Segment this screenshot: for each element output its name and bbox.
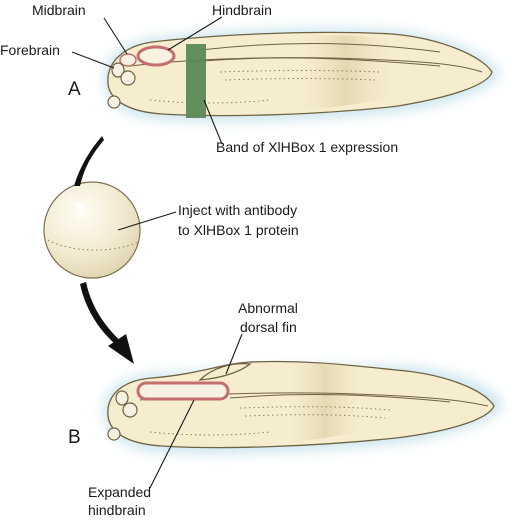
label-hindbrain: Hindbrain: [212, 2, 272, 18]
embryo-a-tail-shading: [300, 35, 392, 110]
arrow-egg-to-b: [80, 282, 124, 348]
egg-sphere: [43, 181, 141, 279]
embryo-a-eye: [120, 70, 136, 86]
egg-highlight: [75, 202, 85, 210]
embryo-a-hindbrain: [136, 45, 176, 67]
embryo-a-notochord: [129, 57, 483, 73]
arrow-egg-to-b-head: [108, 334, 134, 364]
leader-midbrain: [103, 17, 128, 55]
label-expanded-line2: hindbrain: [88, 502, 146, 518]
embryo-a-midbrain: [119, 53, 137, 67]
label-midbrain: Midbrain: [32, 2, 86, 18]
label-abnormal-line2: dorsal fin: [240, 319, 297, 335]
label-inject-line1: Inject with antibody: [178, 202, 297, 218]
embryo-a-somites: [219, 70, 381, 81]
embryo-b-cement-gland: [107, 427, 121, 441]
label-panel-b: B: [68, 427, 81, 448]
leader-band: [203, 99, 223, 145]
leader-expanded: [149, 399, 195, 489]
embryo-a-forebrain: [111, 62, 125, 78]
embryo-a-neural-tube: [189, 57, 441, 67]
label-expanded-line1: Expanded: [88, 484, 151, 500]
leader-hindbrain: [167, 16, 223, 51]
embryo-a: [103, 28, 501, 122]
embryo-b: [103, 360, 505, 454]
embryo-b-neural-tube: [229, 394, 451, 403]
leader-forebrain: [71, 51, 115, 69]
embryo-b-tail-shading: [290, 363, 360, 442]
embryo-b-dorsal-fin: [198, 362, 252, 381]
embryo-b-forebrain: [115, 390, 129, 406]
leader-inject: [117, 211, 177, 231]
expression-band: [186, 44, 206, 118]
egg: [43, 181, 141, 279]
label-band: Band of XlHBox 1 expression: [216, 139, 398, 155]
label-panel-a: A: [68, 79, 81, 100]
label-abnormal-line1: Abnormal: [238, 300, 298, 316]
arrow-a-to-egg: [74, 136, 104, 186]
leader-abnormal: [225, 333, 243, 375]
embryo-a-fin-line: [199, 43, 441, 53]
label-inject-line2: to XlHBox 1 protein: [178, 222, 299, 238]
embryo-a-cement-gland: [107, 95, 121, 109]
embryo-b-expanded-hindbrain: [136, 381, 230, 401]
label-forebrain: Forebrain: [0, 42, 60, 58]
embryo-b-eye: [122, 402, 138, 418]
